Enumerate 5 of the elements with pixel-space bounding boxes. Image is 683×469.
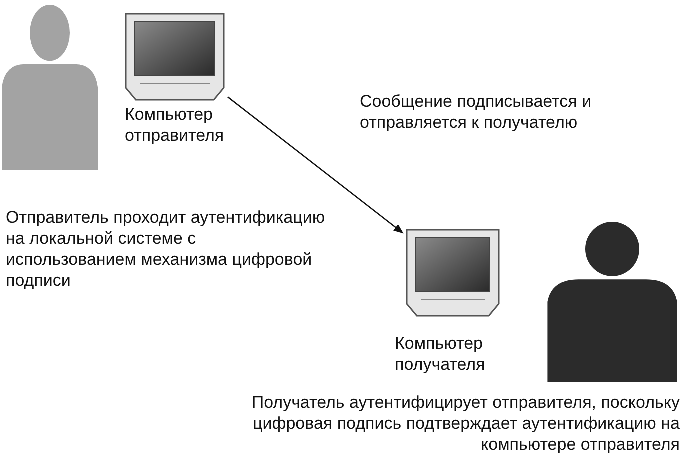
computer-caption: Компьютер получателя bbox=[395, 333, 486, 375]
note-text: Получатель аутентифицирует отправителя, поскольку цифровая подпись подтверждает аутентификацию на компьютере отправителя bbox=[250, 392, 680, 455]
note-text: Отправитель проходит аутентификацию на локальной системе с использованием механизма цифровой подписи bbox=[6, 207, 326, 291]
arrow bbox=[228, 96, 404, 234]
computer-caption: Компьютер отправителя bbox=[125, 104, 226, 146]
